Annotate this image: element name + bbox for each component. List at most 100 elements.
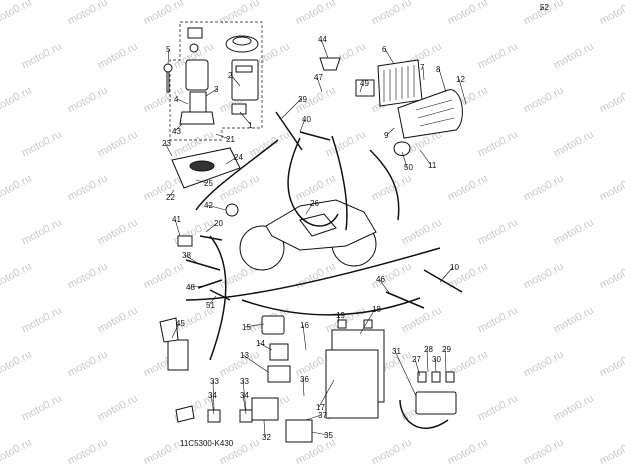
callout-51: 51 (206, 301, 215, 310)
diagram-code: 11C5300-K430 (180, 439, 234, 448)
callout-49: 49 (360, 79, 369, 88)
fuel-cap (225, 35, 259, 53)
harness-upper-right (369, 149, 400, 221)
wire-40 (299, 131, 331, 141)
leader-line-28 (426, 348, 429, 373)
ignition-coil (159, 317, 189, 371)
callout-50: 50 (404, 163, 413, 172)
relay-15 (261, 315, 285, 335)
callout-11: 11 (428, 161, 437, 170)
callout-38: 38 (182, 251, 191, 260)
callout-24: 24 (234, 153, 243, 162)
rectifier-regulator (377, 59, 423, 107)
leader-line-44 (320, 38, 329, 59)
clip-42 (225, 203, 239, 217)
leader-line-1 (239, 111, 252, 126)
leader-line-42 (206, 204, 227, 211)
harness-lower-left (209, 235, 227, 361)
callout-7: 7 (420, 63, 425, 72)
harness-right (331, 135, 348, 231)
leader-line-11 (419, 149, 432, 166)
callout-48: 48 (186, 283, 195, 292)
callout-26: 26 (310, 199, 319, 208)
callout-44: 44 (318, 35, 327, 44)
callout-43: 43 (172, 127, 181, 136)
motorcycle-outline (239, 199, 377, 271)
fuse-34b (239, 409, 253, 423)
leader-line-51 (208, 295, 217, 306)
leader-line-34 (242, 394, 247, 415)
leader-line-35 (311, 431, 328, 436)
callout-32: 32 (262, 433, 271, 442)
connector-41 (177, 235, 193, 247)
leader-line-19 (337, 314, 340, 327)
leader-line-38 (184, 254, 197, 263)
callout-35: 35 (324, 431, 333, 440)
harness-bottom (241, 297, 421, 316)
leader-line-45 (171, 322, 180, 339)
wire-48 (385, 291, 425, 309)
wire-39 (275, 111, 303, 151)
leader-line-29 (444, 348, 447, 373)
callout-14: 14 (256, 339, 265, 348)
leader-line-23 (164, 142, 173, 157)
leader-line-6 (384, 48, 395, 65)
callout-52: 52 (540, 3, 549, 12)
leader-line-12 (458, 78, 467, 105)
callout-33: 33 (240, 377, 249, 386)
callout-1: 1 (248, 121, 253, 130)
leader-line-22 (168, 189, 175, 198)
fuse-26b (431, 371, 441, 383)
callout-27: 27 (412, 355, 421, 364)
callout-3: 3 (214, 85, 219, 94)
callout-47: 47 (314, 73, 323, 82)
callout-23: 23 (162, 139, 171, 148)
callout-18: 18 (372, 305, 381, 314)
callout-10: 10 (450, 263, 459, 272)
fuse-34a (207, 409, 221, 423)
leader-line-26 (305, 202, 314, 215)
callout-5: 5 (166, 45, 171, 54)
leader-line-20 (205, 222, 218, 233)
callout-2: 2 (228, 71, 233, 80)
leader-line-48 (188, 285, 205, 288)
callout-16: 16 (300, 321, 309, 330)
leader-line-3 (205, 88, 218, 97)
callout-15: 15 (242, 323, 251, 332)
leader-line-50 (401, 151, 408, 168)
harness-main (287, 137, 339, 227)
sensor-small (231, 103, 247, 115)
leader-line-34 (210, 394, 215, 415)
leader-line-13 (242, 354, 269, 373)
callout-19: 19 (336, 311, 345, 320)
leader-line-17 (318, 379, 335, 408)
callout-25: 25 (204, 179, 213, 188)
harness-fuse (399, 399, 449, 430)
ecu-box (231, 59, 259, 101)
leader-line-37 (305, 414, 322, 421)
leader-line-24 (225, 156, 238, 165)
callout-34: 34 (240, 391, 249, 400)
callout-46: 46 (376, 275, 385, 284)
callout-42: 42 (204, 201, 213, 210)
leader-line-10 (439, 266, 454, 283)
leader-lines (164, 6, 544, 438)
leader-line-40 (299, 118, 306, 133)
leader-line-21 (215, 133, 230, 140)
harness-lower (185, 247, 441, 301)
leader-line-33 (212, 380, 215, 411)
flasher-housing (397, 89, 463, 139)
leader-line-7 (422, 66, 425, 81)
callout-40: 40 (302, 115, 311, 124)
fuse-26a (417, 371, 427, 383)
key (163, 63, 173, 93)
leader-line-31 (394, 350, 417, 397)
relay-14 (269, 343, 289, 361)
leader-line-15 (244, 323, 265, 328)
leader-line-9 (386, 127, 395, 136)
leader-line-18 (359, 308, 376, 335)
leader-line-14 (258, 342, 273, 351)
callout-33: 33 (210, 377, 219, 386)
